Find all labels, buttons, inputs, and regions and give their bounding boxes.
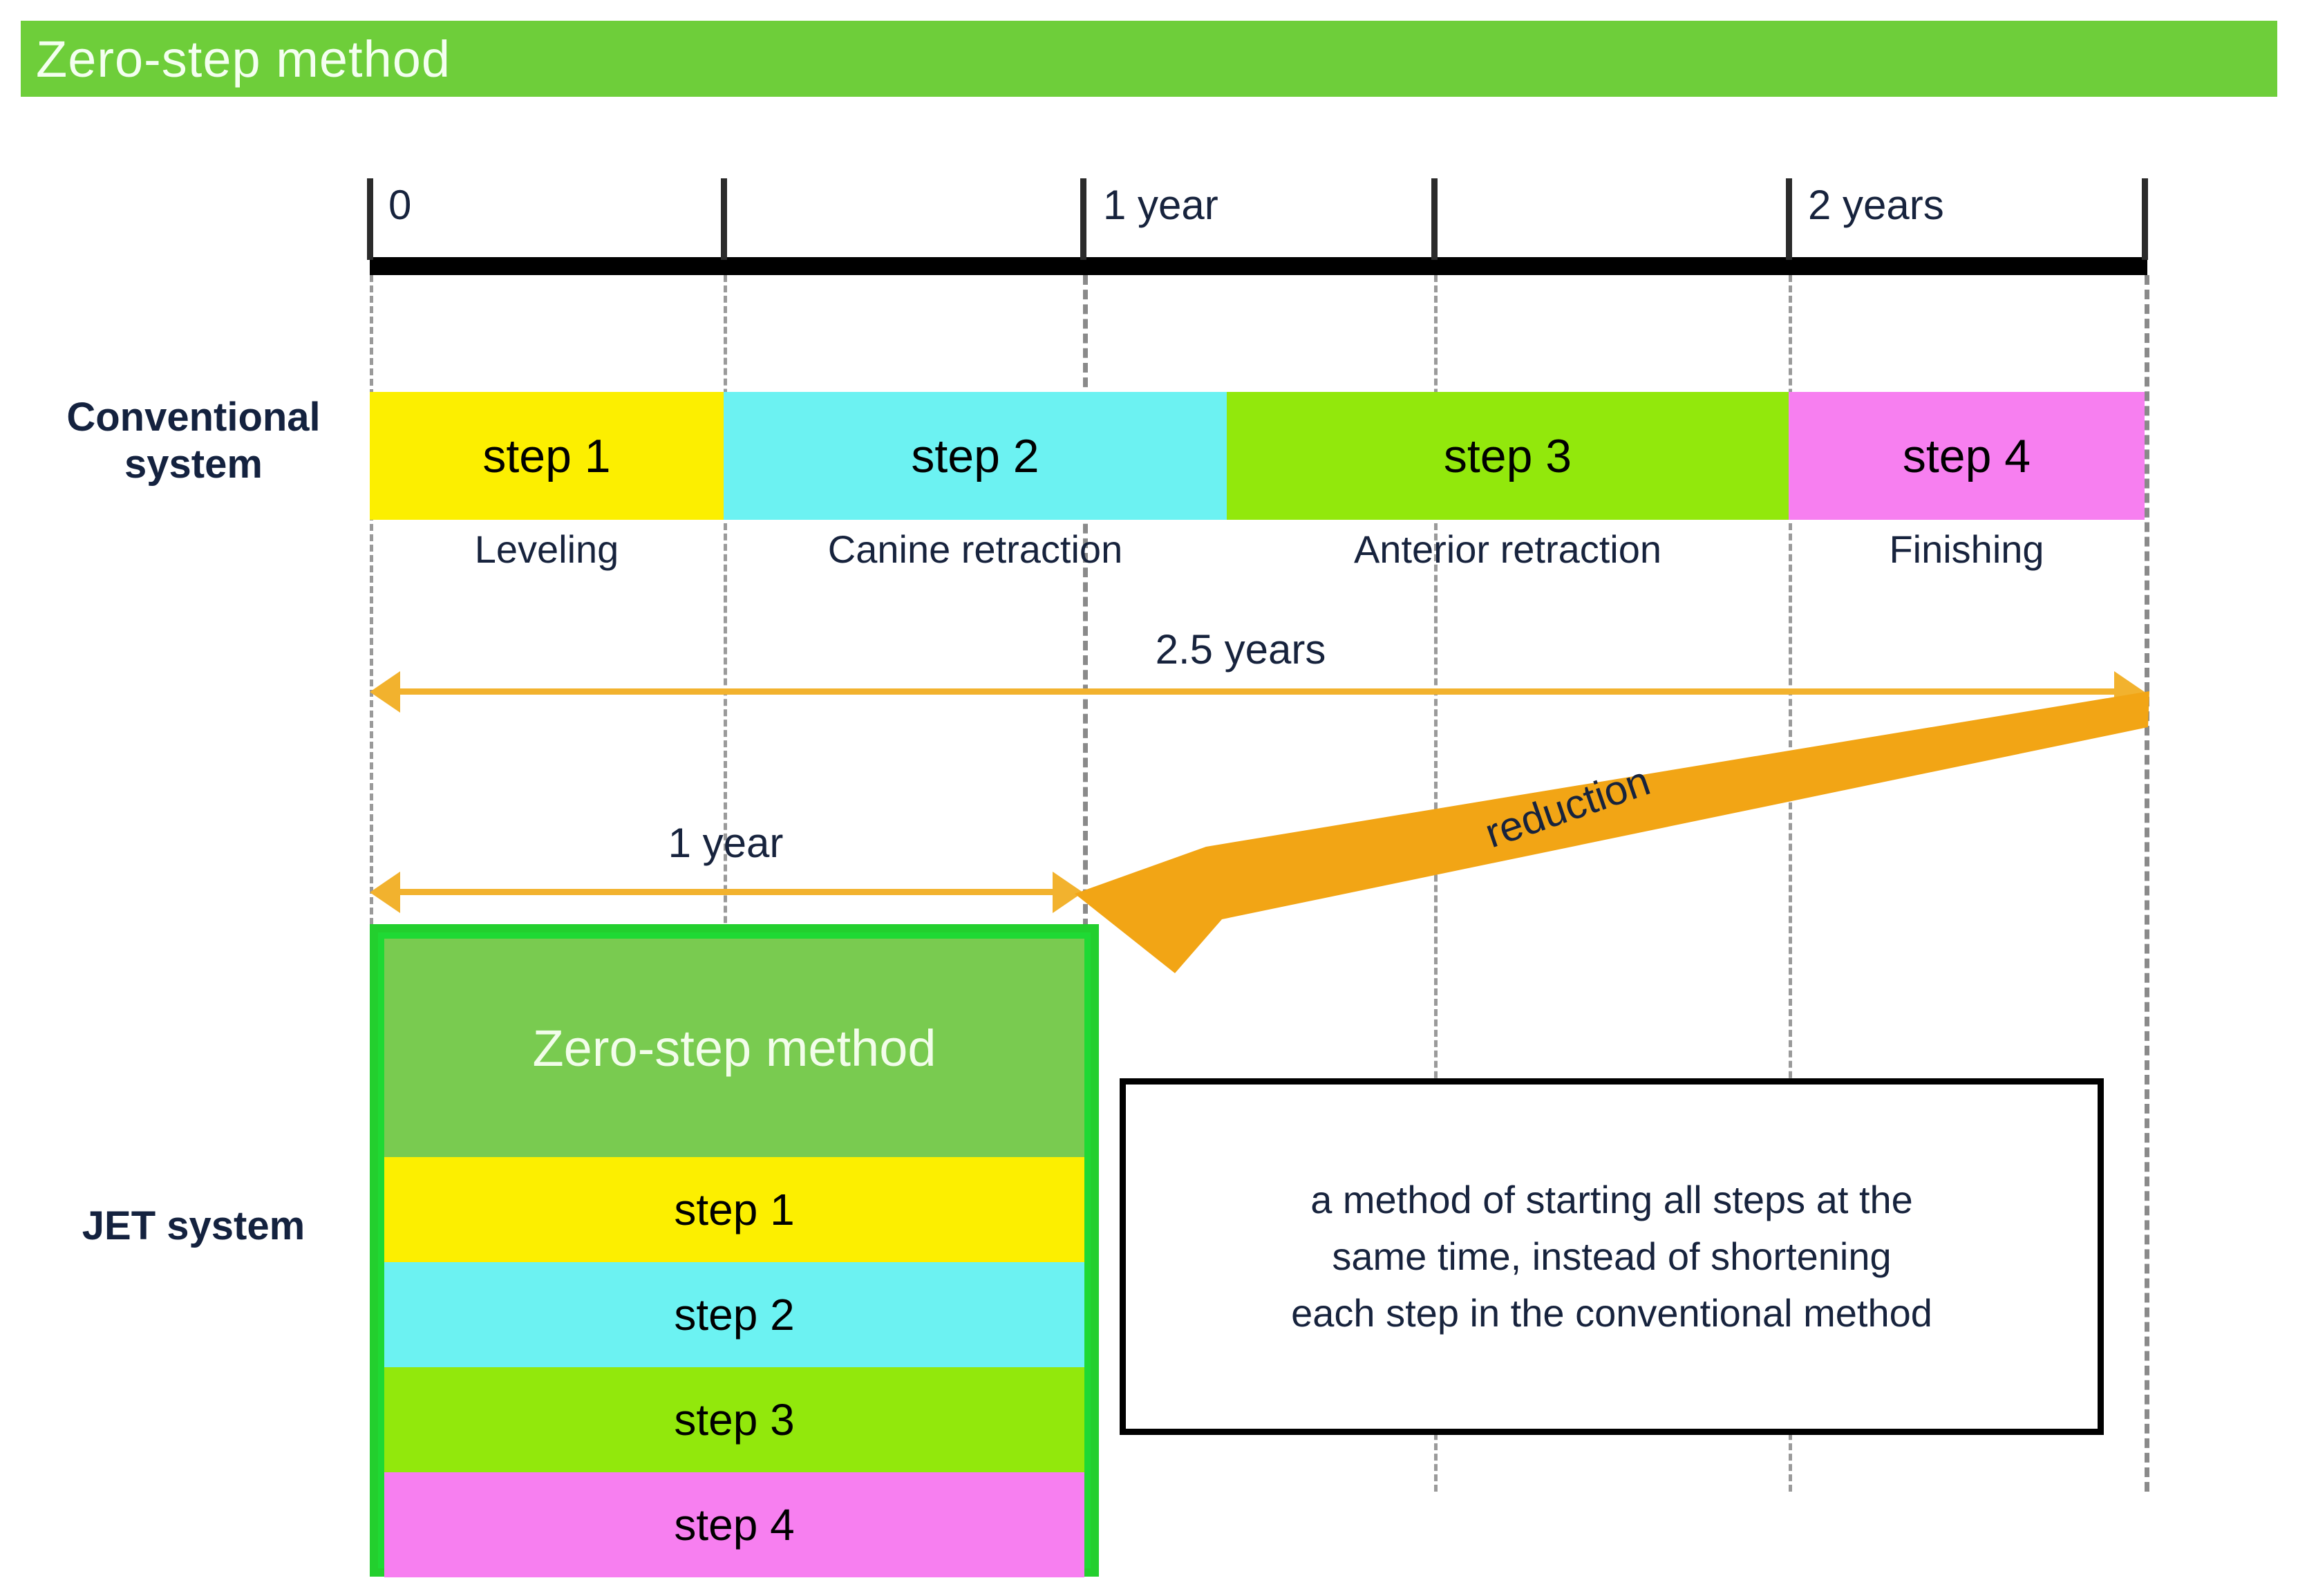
axis-tick-label-2: 1 year xyxy=(1103,182,1218,228)
jet-step-4-label: step 4 xyxy=(674,1500,795,1550)
jet-step-2-label: step 2 xyxy=(674,1290,795,1340)
row-label-jet: JET system xyxy=(82,1203,305,1248)
conv-step-4[interactable]: step 4 xyxy=(1789,392,2145,520)
axis-tick-label-4: 2 years xyxy=(1808,182,1944,228)
conv-step-3-sublabel: Anterior retraction xyxy=(1353,527,1662,571)
explanation-line-2: same time, instead of shortening xyxy=(1332,1234,1892,1279)
axis-tick-5 xyxy=(2142,178,2148,260)
axis-tick-1 xyxy=(721,178,727,260)
guide-line-2 xyxy=(1083,275,1088,928)
jet-step-4[interactable]: step 4 xyxy=(384,1472,1084,1577)
jet-step-3-label: step 3 xyxy=(674,1395,795,1445)
jet-step-1[interactable]: step 1 xyxy=(384,1157,1084,1262)
conv-step-1-label: step 1 xyxy=(482,429,611,482)
axis-tick-0 xyxy=(367,178,373,260)
measure-arrow-right-jet xyxy=(1053,872,1083,913)
conv-step-4-sublabel: Finishing xyxy=(1889,527,2044,571)
explanation-line-3: each step in the conventional method xyxy=(1291,1290,1932,1335)
measure-label-jet: 1 year xyxy=(668,820,784,866)
measure-arrow-right-total xyxy=(2114,671,2145,713)
guide-line-0 xyxy=(370,275,373,925)
axis-tick-2 xyxy=(1080,178,1086,260)
measure-arrow-left-total xyxy=(370,671,400,713)
conv-step-2-label: step 2 xyxy=(911,429,1039,482)
conv-step-1[interactable]: step 1 xyxy=(370,392,724,520)
axis-tick-label-0: 0 xyxy=(388,182,412,228)
measure-line-total xyxy=(399,688,2115,695)
reduction-arrow xyxy=(1075,691,2149,973)
title-bar: Zero-step method xyxy=(21,21,2277,97)
jet-step-2[interactable]: step 2 xyxy=(384,1262,1084,1367)
jet-step-1-label: step 1 xyxy=(674,1185,795,1234)
axis-tick-3 xyxy=(1431,178,1438,260)
measure-line-jet xyxy=(399,889,1053,895)
explanation-line-1: a method of starting all steps at the xyxy=(1310,1178,1913,1222)
jet-system-panel[interactable]: Zero-step method step 1 step 2 step 3 st… xyxy=(370,924,1099,1577)
conv-step-2-sublabel: Canine retraction xyxy=(827,527,1123,571)
conv-step-3[interactable]: step 3 xyxy=(1227,392,1789,520)
jet-panel-title: Zero-step method xyxy=(384,939,1084,1157)
explanation-text: a method of starting all steps at the sa… xyxy=(1272,1172,1952,1341)
guide-line-5 xyxy=(2145,275,2149,1492)
reduction-label: reduction xyxy=(1479,757,1656,857)
explanation-box: a method of starting all steps at the sa… xyxy=(1120,1078,2104,1435)
conv-step-2[interactable]: step 2 xyxy=(724,392,1227,520)
conv-step-3-label: step 3 xyxy=(1443,429,1572,482)
jet-step-3[interactable]: step 3 xyxy=(384,1367,1084,1472)
measure-label-total: 2.5 years xyxy=(1155,626,1326,673)
page-title: Zero-step method xyxy=(36,30,451,88)
measure-arrow-left-jet xyxy=(370,872,400,913)
conv-step-1-sublabel: Leveling xyxy=(474,527,619,571)
axis-tick-4 xyxy=(1786,178,1792,260)
timeline-axis xyxy=(370,257,2147,275)
conv-step-4-label: step 4 xyxy=(1902,429,2031,482)
guide-line-1 xyxy=(724,275,727,1492)
